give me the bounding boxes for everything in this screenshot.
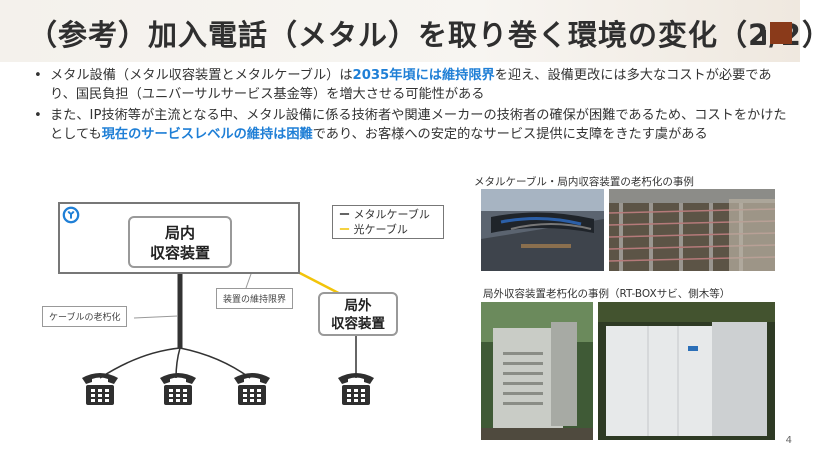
equipment-limit-callout: 装置の維持限界 — [216, 288, 294, 309]
cable-aging-callout: ケーブルの老朽化 — [42, 306, 128, 327]
title-decoration-square — [770, 22, 792, 44]
legend-item-fiber: ー 光ケーブル — [339, 222, 437, 237]
outside-plant-label-2: 収容装置 — [331, 316, 385, 332]
bullet-marker: • — [34, 68, 42, 83]
outside-plant-equipment: 局外 収容装置 — [318, 292, 398, 336]
bullet-2-text-start: また、IP技術等が主流となる中、メタル設備に係る技術者や関連メーカーの技術者の確… — [50, 108, 787, 142]
legend-metal-swatch: ー — [339, 208, 350, 221]
bullet-list: • メタル設備（メタル収容装置とメタルケーブル）は2035年頃には維持限界を迎え… — [28, 66, 788, 146]
page-number: 4 — [785, 435, 792, 446]
photo-outdoor-cabinet — [598, 302, 775, 440]
title-bar — [0, 0, 800, 62]
central-office-label-1: 局内 — [164, 224, 195, 242]
telephone-icon — [234, 373, 270, 405]
metal-cable-branch-1 — [99, 347, 181, 379]
telephone-icon — [338, 373, 374, 405]
telephone-icon — [160, 373, 196, 405]
bullet-2-highlight: 現在のサービスレベルの維持は困難 — [101, 127, 313, 142]
callout-cable-leader — [133, 315, 179, 319]
slide-title: （参考）加入電話（メタル）を取り巻く環境の変化（2/2） — [28, 18, 832, 52]
central-office-label-2: 収容装置 — [149, 244, 210, 262]
bullet-1-text-start: メタル設備（メタル収容装置とメタルケーブル）は — [50, 68, 353, 83]
photo-indoor-equipment — [608, 189, 776, 271]
bullet-1-text-end: を迎え、設備更改には多大なコストが必要であり、国民負担（ユニバーサルサービス基金… — [50, 68, 772, 102]
legend-metal-label: メタルケーブル — [353, 208, 430, 221]
photo-caption-indoor: メタルケーブル・局内収容装置の老朽化の事例 — [474, 176, 694, 188]
photo-caption-outdoor: 局外収容装置老朽化の事例（RT-BOXサビ、側木等） — [483, 288, 731, 300]
photo-rt-box — [481, 302, 593, 440]
telephone-icon — [82, 373, 118, 405]
legend-item-metal: ー メタルケーブル — [339, 207, 437, 222]
legend-fiber-swatch: ー — [339, 223, 350, 236]
bullet-marker: • — [34, 108, 42, 123]
bullet-2-text-end: であり、お客様への安定的なサービス提供に支障をきたす虞がある — [312, 127, 708, 142]
cable-legend: ー メタルケーブル ー 光ケーブル — [332, 205, 444, 239]
photo-metal-cable — [481, 189, 604, 271]
legend-fiber-label: 光ケーブル — [353, 223, 408, 236]
bullet-1-highlight: 2035年頃には維持限界 — [352, 68, 495, 83]
outside-plant-label-1: 局外 — [344, 298, 372, 314]
company-logo-icon — [62, 206, 80, 224]
bullet-item-2: • また、IP技術等が主流となる中、メタル設備に係る技術者や関連メーカーの技術者… — [28, 106, 788, 144]
title-decoration-bar — [762, 30, 766, 44]
central-office-equipment: 局内 収容装置 — [128, 216, 232, 268]
bullet-item-1: • メタル設備（メタル収容装置とメタルケーブル）は2035年頃には維持限界を迎え… — [28, 66, 788, 104]
